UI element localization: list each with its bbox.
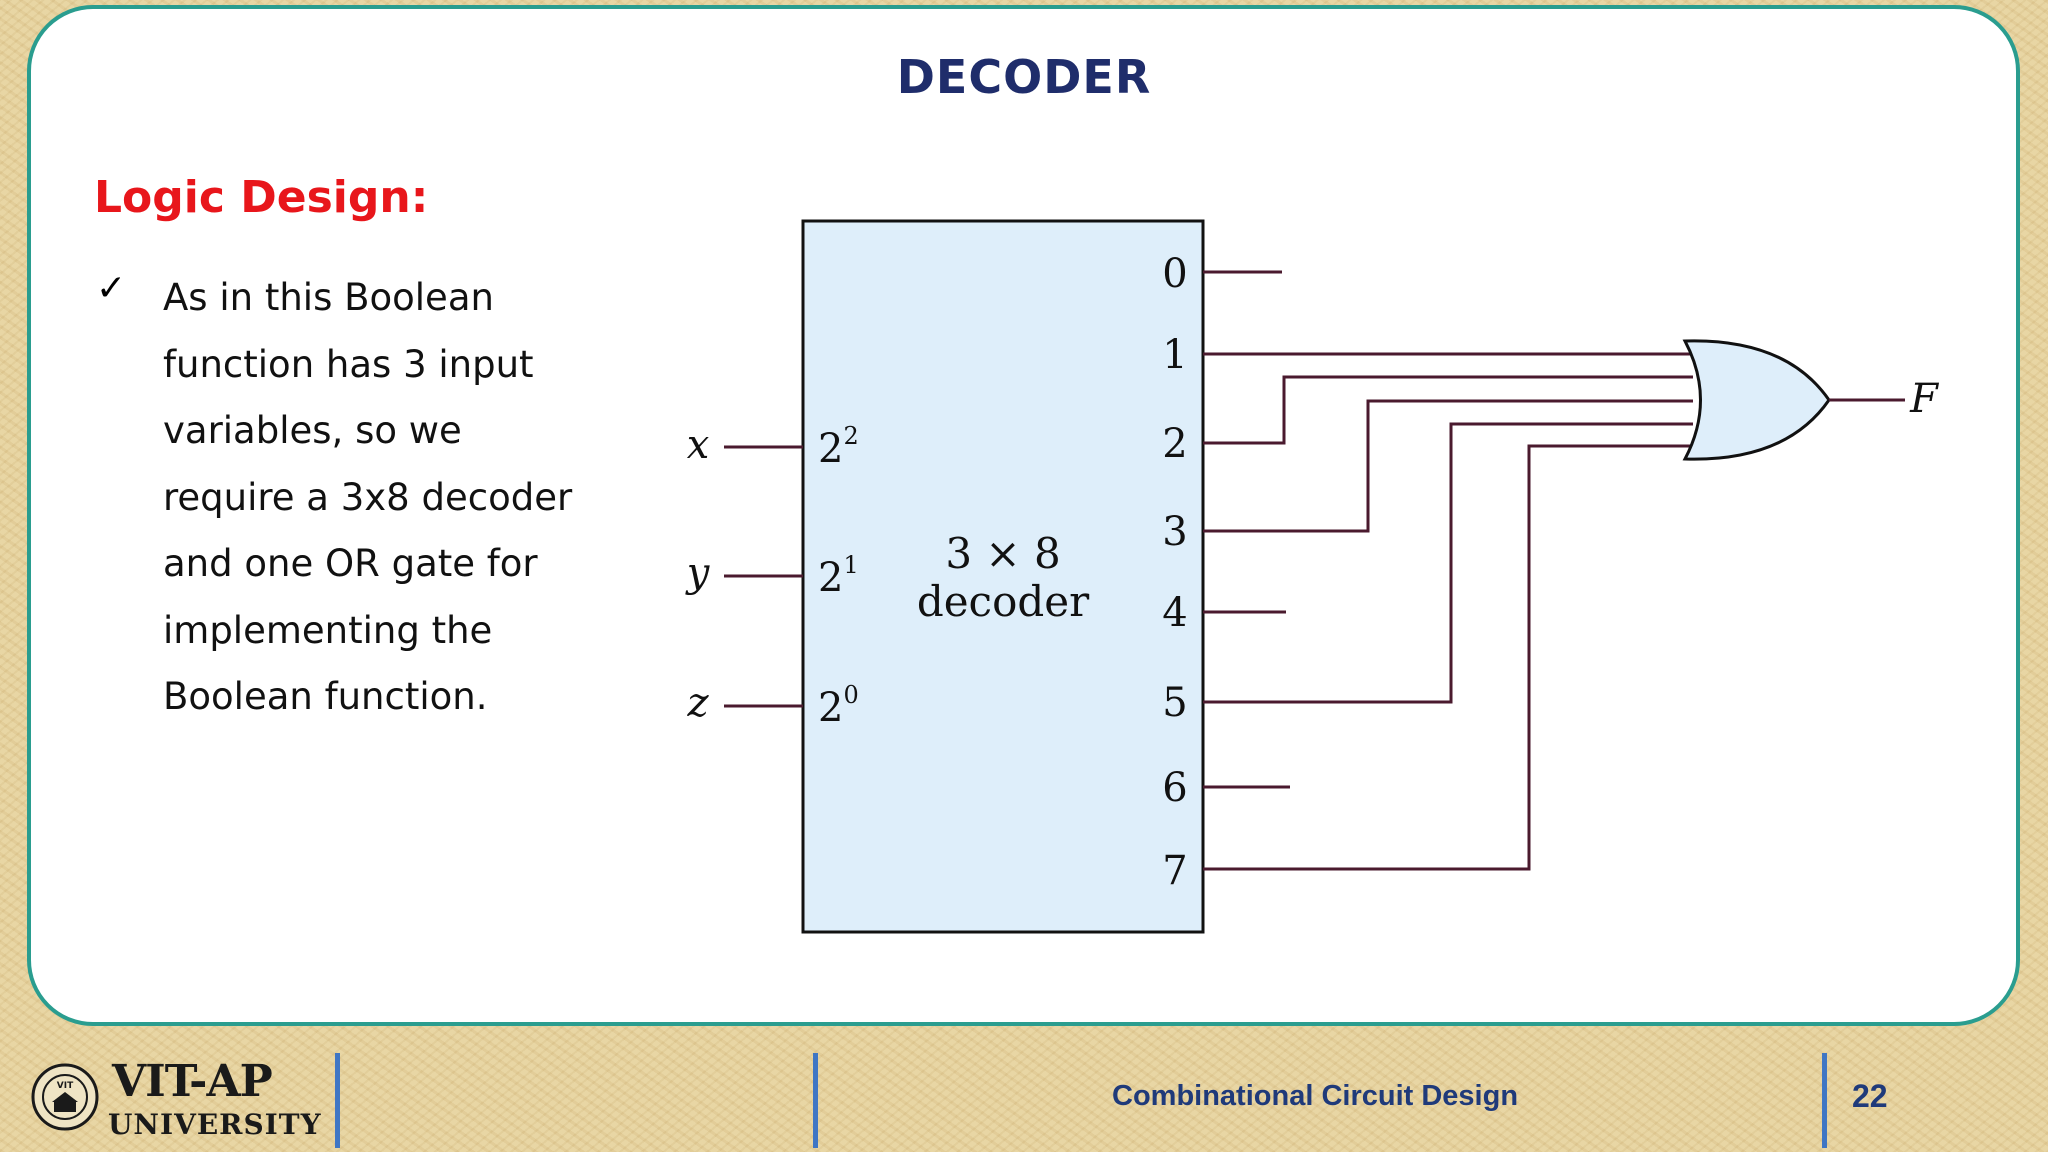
footer-divider-middle bbox=[813, 1053, 818, 1148]
output-wire-5 bbox=[1203, 422, 1693, 704]
course-title: Combinational Circuit Design bbox=[1112, 1080, 1519, 1112]
slide-title: DECODER bbox=[896, 50, 1152, 104]
logo-subtitle: UNIVERSITY bbox=[108, 1108, 322, 1141]
input-weight: 21 bbox=[818, 551, 859, 601]
output-wire-7 bbox=[1203, 444, 1693, 871]
bullet-line: require a 3x8 decoder bbox=[163, 475, 573, 519]
bullet-line: implementing the bbox=[163, 608, 493, 652]
output-f-label: F bbox=[1909, 376, 1939, 422]
bullet-line: and one OR gate for bbox=[163, 542, 538, 585]
checkmark-icon: ✓ bbox=[96, 268, 127, 309]
input-name: x bbox=[687, 422, 710, 468]
bullet-line: Boolean function. bbox=[163, 675, 488, 718]
output-label-5: 5 bbox=[1162, 680, 1187, 726]
university-logo: VIT VIT-AP UNIVERSITY bbox=[30, 1056, 321, 1141]
footer-divider-left bbox=[335, 1053, 340, 1148]
input-name: z bbox=[686, 680, 709, 726]
output-wire-2 bbox=[1203, 375, 1693, 445]
decoder-label-name: decoder bbox=[917, 577, 1090, 626]
input-weight: 20 bbox=[818, 681, 859, 731]
footer-divider-right bbox=[1822, 1053, 1827, 1148]
input-y: y 21 bbox=[685, 550, 859, 601]
output-wire-3 bbox=[1203, 399, 1693, 533]
input-x: x 22 bbox=[687, 422, 859, 472]
bullet-line: As in this Boolean bbox=[163, 276, 494, 319]
output-label-4: 4 bbox=[1162, 590, 1187, 636]
output-label-1: 1 bbox=[1162, 332, 1187, 378]
university-seal-icon: VIT bbox=[31, 1063, 99, 1131]
output-label-7: 7 bbox=[1162, 848, 1187, 894]
bullet-line: variables, so we bbox=[163, 409, 462, 452]
page-number: 22 bbox=[1852, 1078, 1888, 1114]
output-label-6: 6 bbox=[1162, 765, 1187, 811]
svg-text:VIT: VIT bbox=[57, 1081, 74, 1091]
logo-wordmark: VIT-AP bbox=[112, 1056, 273, 1107]
output-label-2: 2 bbox=[1162, 421, 1187, 467]
bullet-text: As in this Boolean function has 3 input … bbox=[163, 268, 572, 734]
bullet-line: function has 3 input bbox=[163, 342, 534, 386]
or-gate bbox=[1682, 339, 1831, 461]
decoder-block bbox=[801, 219, 1205, 934]
input-z: z 20 bbox=[686, 680, 858, 731]
output-label-3: 3 bbox=[1162, 509, 1187, 555]
input-weight: 22 bbox=[818, 422, 859, 472]
decoder-label-size: 3 × 8 bbox=[945, 529, 1060, 578]
output-label-0: 0 bbox=[1162, 251, 1187, 297]
section-heading: Logic Design: bbox=[94, 172, 429, 223]
input-name: y bbox=[685, 550, 711, 596]
